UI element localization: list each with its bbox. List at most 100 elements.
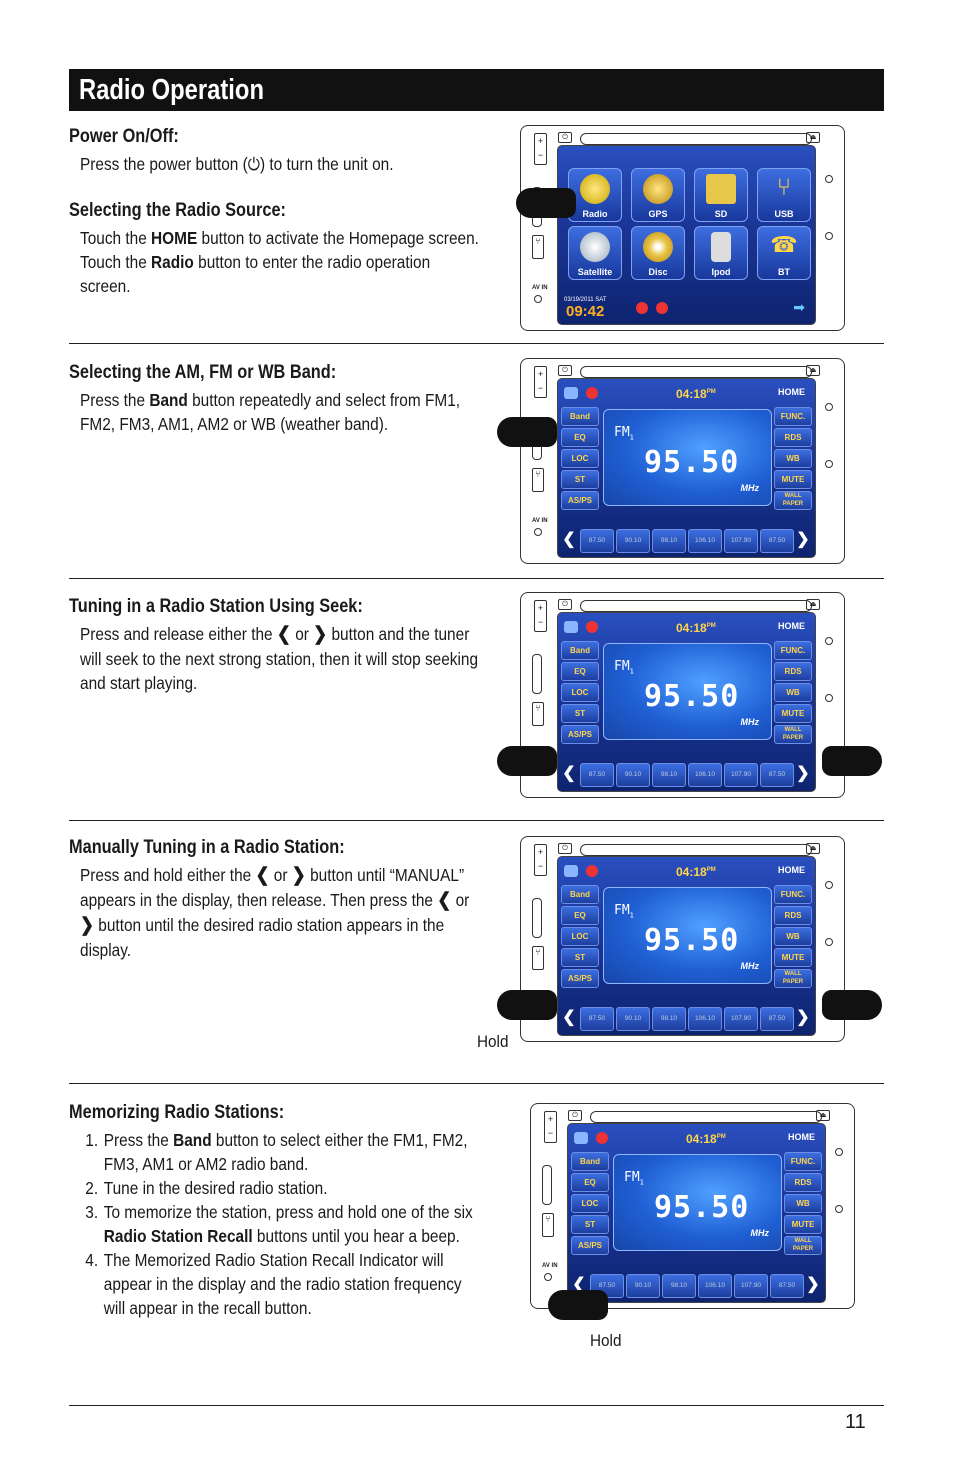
preset-button[interactable]: 98.10 bbox=[652, 763, 686, 787]
preset-button[interactable]: 106.10 bbox=[688, 763, 722, 787]
eject-button[interactable]: ⏏ bbox=[806, 365, 820, 376]
nav-button[interactable]: ⏻ bbox=[558, 132, 572, 143]
seek-back-button[interactable]: ❮ bbox=[562, 531, 576, 548]
func-button[interactable]: FUNC. bbox=[774, 407, 812, 426]
gps-app-button[interactable]: GPS bbox=[631, 168, 685, 222]
rds-button[interactable]: RDS bbox=[774, 906, 812, 925]
preset-button[interactable]: 87.50 bbox=[760, 1007, 794, 1031]
sd-app-button[interactable]: SD bbox=[694, 168, 748, 222]
seek-back-button[interactable]: ❮ bbox=[562, 1009, 576, 1026]
asps-button[interactable]: AS/PS bbox=[561, 491, 599, 510]
preset-button[interactable]: 107.90 bbox=[724, 529, 758, 553]
wallpaper-button[interactable]: WALL PAPER bbox=[784, 1236, 822, 1255]
loc-button[interactable]: LOC bbox=[571, 1194, 609, 1213]
preset-button[interactable]: 87.50 bbox=[770, 1274, 804, 1298]
rds-button[interactable]: RDS bbox=[784, 1173, 822, 1192]
home-button[interactable]: HOME bbox=[788, 1132, 815, 1142]
asps-button[interactable]: AS/PS bbox=[571, 1236, 609, 1255]
preset-button[interactable]: 87.50 bbox=[580, 529, 614, 553]
preset-button[interactable]: 87.50 bbox=[760, 529, 794, 553]
rds-button[interactable]: RDS bbox=[774, 662, 812, 681]
nav-button[interactable]: ⏻ bbox=[558, 599, 572, 610]
band-button[interactable]: Band bbox=[561, 885, 599, 904]
preset-button[interactable]: 106.10 bbox=[688, 529, 722, 553]
home-button[interactable]: HOME bbox=[778, 621, 805, 631]
nav-button[interactable]: ⏻ bbox=[558, 365, 572, 376]
loc-button[interactable]: LOC bbox=[561, 449, 599, 468]
func-button[interactable]: FUNC. bbox=[784, 1152, 822, 1171]
preset-button[interactable]: 87.50 bbox=[760, 763, 794, 787]
usb-app-button[interactable]: ⑂USB bbox=[757, 168, 811, 222]
wallpaper-button[interactable]: WALL PAPER bbox=[774, 969, 812, 988]
band-button[interactable]: Band bbox=[561, 641, 599, 660]
st-button[interactable]: ST bbox=[561, 948, 599, 967]
mute-button[interactable]: MUTE bbox=[774, 948, 812, 967]
rds-button[interactable]: RDS bbox=[774, 428, 812, 447]
eject-button[interactable]: ⏏ bbox=[806, 132, 820, 143]
ipod-app-button[interactable]: Ipod bbox=[694, 226, 748, 280]
eq-button[interactable]: EQ bbox=[561, 428, 599, 447]
preset-button[interactable]: 107.90 bbox=[724, 763, 758, 787]
seek-back-button[interactable]: ❮ bbox=[572, 1276, 586, 1293]
home-button[interactable]: HOME bbox=[778, 865, 805, 875]
preset-button[interactable]: 98.10 bbox=[662, 1274, 696, 1298]
preset-button[interactable]: 106.10 bbox=[698, 1274, 732, 1298]
volume-control[interactable]: +− bbox=[534, 600, 547, 632]
preset-button[interactable]: 90.10 bbox=[616, 529, 650, 553]
loc-button[interactable]: LOC bbox=[561, 927, 599, 946]
eject-button[interactable]: ⏏ bbox=[806, 599, 820, 610]
eject-button[interactable]: ⏏ bbox=[816, 1110, 830, 1121]
volume-control[interactable]: +− bbox=[534, 366, 547, 398]
preset-button[interactable]: 87.50 bbox=[580, 1007, 614, 1031]
preset-button[interactable]: 90.10 bbox=[616, 763, 650, 787]
wb-button[interactable]: WB bbox=[774, 927, 812, 946]
preset-button[interactable]: 87.50 bbox=[580, 763, 614, 787]
eq-button[interactable]: EQ bbox=[561, 906, 599, 925]
volume-control[interactable]: +− bbox=[534, 133, 547, 165]
wb-button[interactable]: WB bbox=[774, 449, 812, 468]
st-button[interactable]: ST bbox=[561, 704, 599, 723]
home-screen: Radio GPS SD ⑂USB Satellite Disc Ipod ☎B… bbox=[557, 145, 816, 325]
volume-control[interactable]: +− bbox=[534, 844, 547, 876]
radio-app-button[interactable]: Radio bbox=[568, 168, 622, 222]
eq-button[interactable]: EQ bbox=[571, 1173, 609, 1192]
band-button[interactable]: Band bbox=[571, 1152, 609, 1171]
func-button[interactable]: FUNC. bbox=[774, 885, 812, 904]
preset-button[interactable]: 90.10 bbox=[616, 1007, 650, 1031]
wb-button[interactable]: WB bbox=[774, 683, 812, 702]
mute-button[interactable]: MUTE bbox=[774, 470, 812, 489]
disc-app-button[interactable]: Disc bbox=[631, 226, 685, 280]
preset-button[interactable]: 106.10 bbox=[688, 1007, 722, 1031]
mute-button[interactable]: MUTE bbox=[784, 1215, 822, 1234]
next-arrow-icon[interactable]: ➡ bbox=[793, 299, 805, 315]
satellite-app-button[interactable]: Satellite bbox=[568, 226, 622, 280]
st-button[interactable]: ST bbox=[561, 470, 599, 489]
seek-forward-button[interactable]: ❯ bbox=[796, 765, 810, 782]
bt-app-button[interactable]: ☎BT bbox=[757, 226, 811, 280]
nav-button[interactable]: ⏻ bbox=[558, 843, 572, 854]
preset-button[interactable]: 98.10 bbox=[652, 1007, 686, 1031]
wallpaper-button[interactable]: WALL PAPER bbox=[774, 491, 812, 510]
eject-button[interactable]: ⏏ bbox=[806, 843, 820, 854]
asps-button[interactable]: AS/PS bbox=[561, 725, 599, 744]
wb-button[interactable]: WB bbox=[784, 1194, 822, 1213]
preset-button[interactable]: 107.90 bbox=[734, 1274, 768, 1298]
seek-forward-button[interactable]: ❯ bbox=[796, 1009, 810, 1026]
eq-button[interactable]: EQ bbox=[561, 662, 599, 681]
loc-button[interactable]: LOC bbox=[561, 683, 599, 702]
seek-forward-button[interactable]: ❯ bbox=[806, 1276, 820, 1293]
mute-button[interactable]: MUTE bbox=[774, 704, 812, 723]
preset-button[interactable]: 98.10 bbox=[652, 529, 686, 553]
func-button[interactable]: FUNC. bbox=[774, 641, 812, 660]
wallpaper-button[interactable]: WALL PAPER bbox=[774, 725, 812, 744]
home-button[interactable]: HOME bbox=[778, 387, 805, 397]
nav-button[interactable]: ⏻ bbox=[568, 1110, 582, 1121]
seek-forward-button[interactable]: ❯ bbox=[796, 531, 810, 548]
asps-button[interactable]: AS/PS bbox=[561, 969, 599, 988]
volume-control[interactable]: +− bbox=[544, 1111, 557, 1143]
st-button[interactable]: ST bbox=[571, 1215, 609, 1234]
preset-button[interactable]: 90.10 bbox=[626, 1274, 660, 1298]
seek-back-button[interactable]: ❮ bbox=[562, 765, 576, 782]
band-button[interactable]: Band bbox=[561, 407, 599, 426]
preset-button[interactable]: 107.90 bbox=[724, 1007, 758, 1031]
